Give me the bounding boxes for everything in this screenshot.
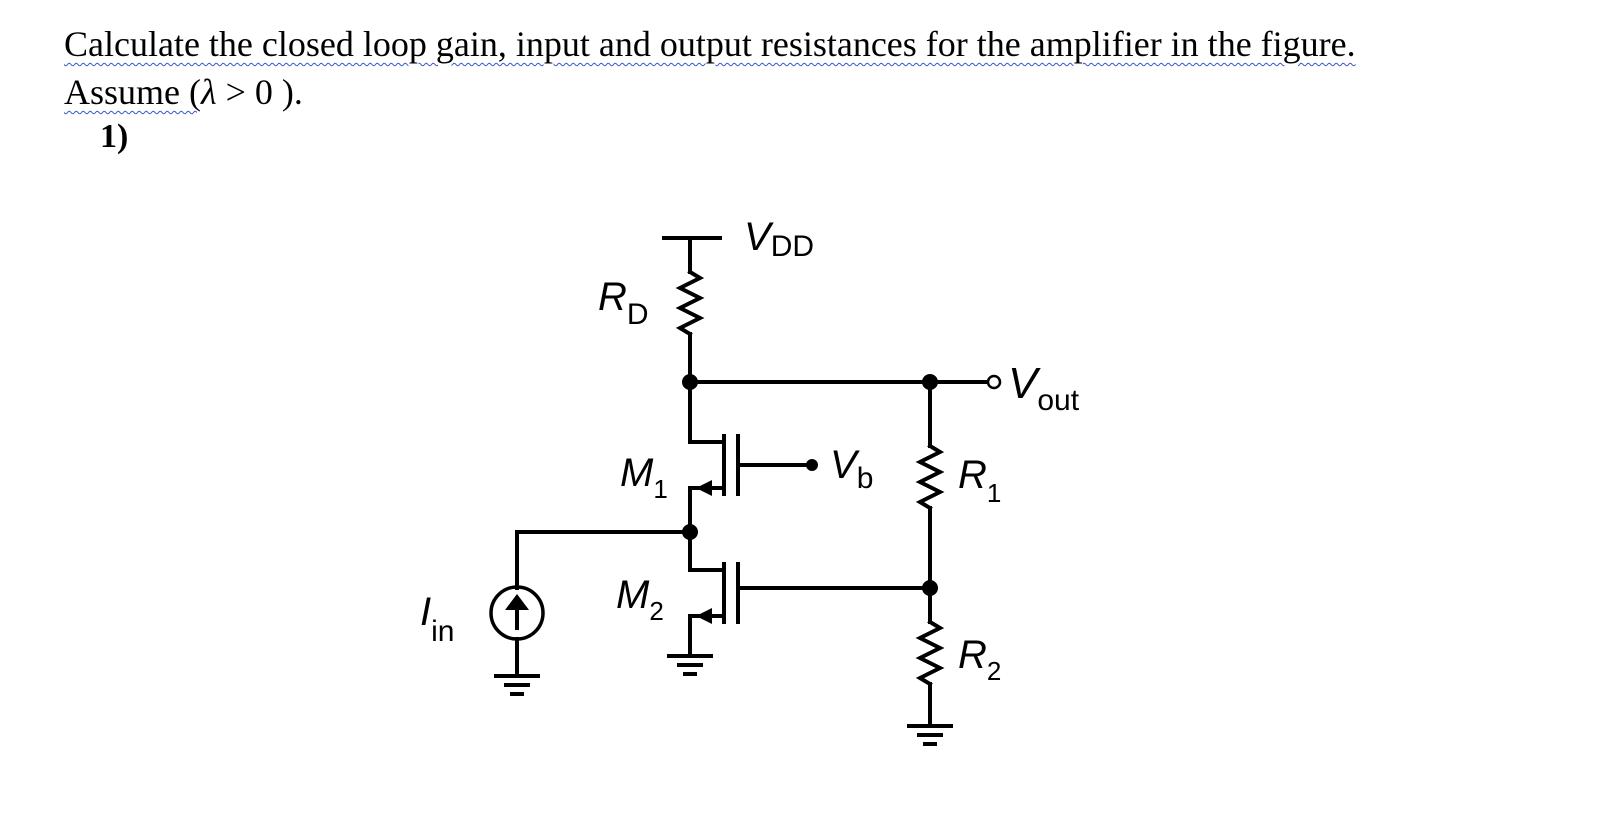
r1-label: R1 xyxy=(958,453,1001,508)
r2-resistor xyxy=(915,619,945,687)
r2-label: R2 xyxy=(958,633,1001,686)
vb-label: Vb xyxy=(830,443,873,495)
m1-source-arrow xyxy=(696,480,712,496)
assume-condition: > 0 ). xyxy=(216,72,303,112)
question-line-1: Calculate the closed loop gain, input an… xyxy=(64,24,1356,64)
iin-label: Iin xyxy=(420,590,454,648)
vdd-label: VDD xyxy=(744,215,814,263)
m2-label: M2 xyxy=(616,573,664,626)
m2-source-arrow xyxy=(696,608,712,624)
vout-terminal xyxy=(986,374,1002,390)
assume-text: Assume ( xyxy=(64,72,201,112)
current-source-arrow-head xyxy=(505,594,529,610)
lambda-symbol: λ xyxy=(201,72,217,112)
vout-label: Vout xyxy=(1008,359,1080,417)
rd-resistor xyxy=(675,269,705,337)
question-item-number: 1) xyxy=(100,118,129,155)
r1-resistor xyxy=(915,443,945,511)
question-line-2: Assume (λ > 0 ). xyxy=(64,72,303,112)
m1-label: M1 xyxy=(620,451,668,504)
rd-label: RD xyxy=(598,275,649,331)
vb-terminal xyxy=(806,459,818,471)
